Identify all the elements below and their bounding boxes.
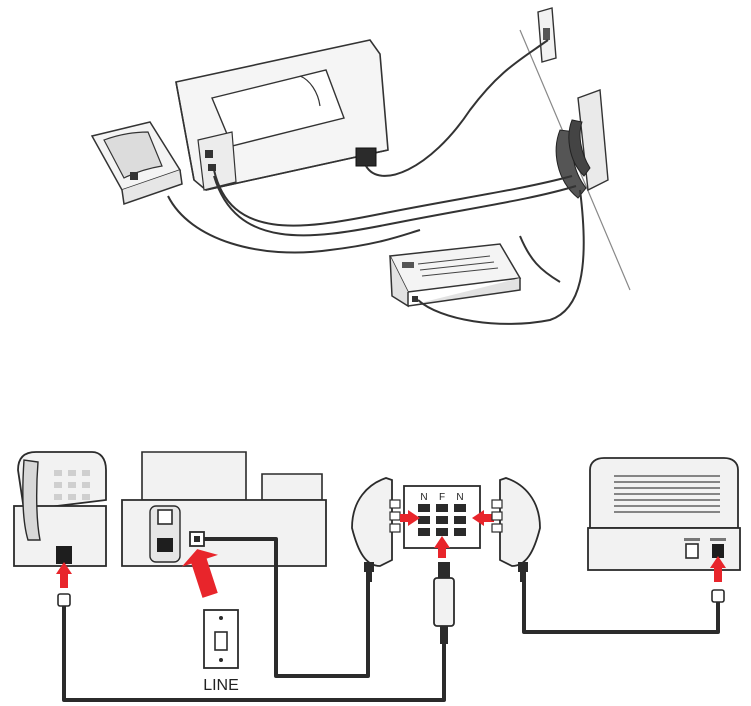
adapter-port-label-n-left: N <box>420 492 427 503</box>
keypad-icon <box>54 470 90 500</box>
bottom-cables <box>62 537 720 702</box>
telephone-device <box>13 451 107 567</box>
wall-splitter <box>555 89 609 199</box>
adapter-port-label-f: F <box>439 492 445 503</box>
telephone-illustration <box>90 121 183 206</box>
adapter-port-label-n-right: N <box>456 492 463 503</box>
wall-jack-top <box>537 7 557 63</box>
red-arrow-to-line-port <box>181 549 219 598</box>
answering-machine-illustration <box>388 243 522 308</box>
top-illustration <box>90 7 631 325</box>
tae-plug-right <box>491 477 541 582</box>
wall-jack-line <box>203 609 239 669</box>
red-arrow-adapter-bottom <box>434 536 450 558</box>
red-arrow-to-phone-port <box>56 562 72 588</box>
top-cables <box>167 39 585 325</box>
am-phone-port <box>685 543 699 559</box>
printer-ext-port <box>157 509 173 525</box>
wall-jack-label: LINE <box>203 677 239 694</box>
red-arrow-adapter-left <box>400 510 420 526</box>
tae-plug-left <box>351 477 401 582</box>
tae-plug-bottom <box>433 562 455 644</box>
am-line-port <box>712 544 724 558</box>
printer-illustration <box>175 39 389 191</box>
bottom-schematic: LINE N F N <box>13 451 741 702</box>
red-arrow-adapter-right <box>472 510 494 526</box>
answering-machine-device <box>587 457 741 571</box>
phone-port <box>56 546 72 564</box>
printer-device <box>121 451 327 567</box>
red-arrow-to-am-line-port <box>710 556 726 582</box>
